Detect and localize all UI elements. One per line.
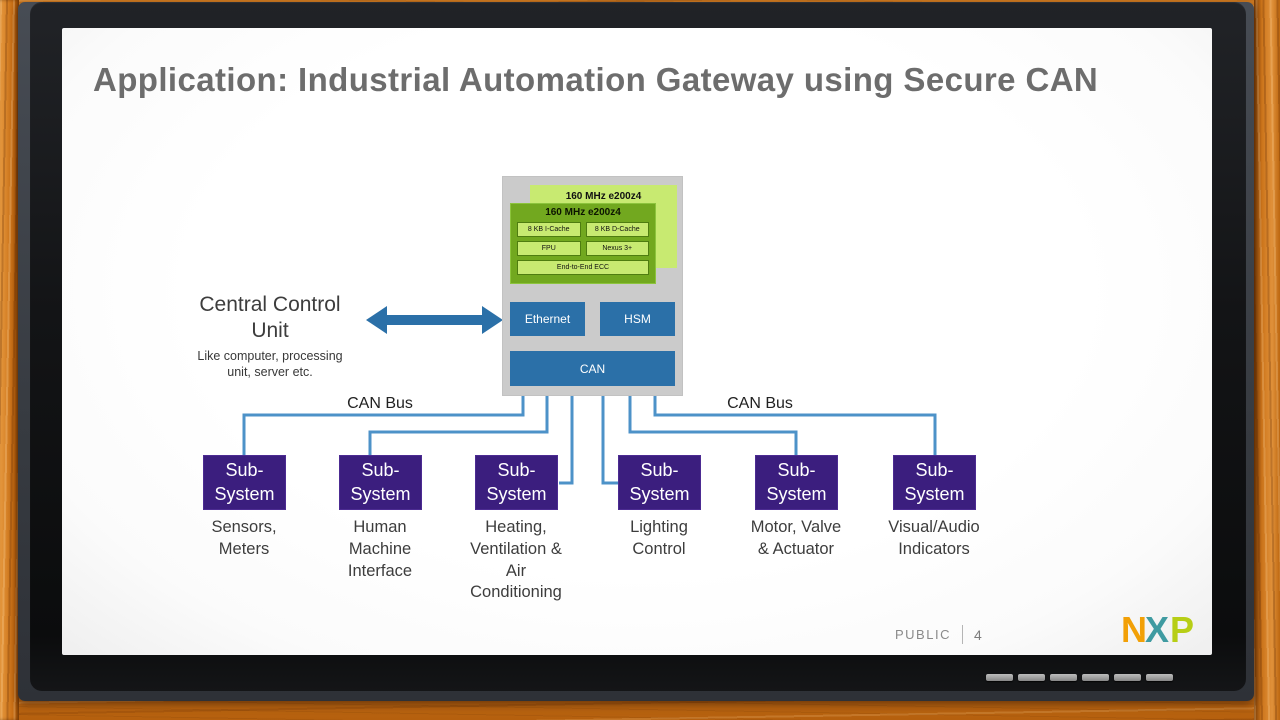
slide-title: Application: Industrial Automation Gatew… (93, 61, 1099, 98)
subsystem-caption-sensors: Sensors, Meters (211, 518, 277, 558)
arrow-head-right (482, 306, 503, 334)
subsystem-box-indicators: Sub- System (893, 455, 976, 510)
ecc-block: End-to-End ECC (517, 260, 649, 275)
footer-divider (961, 625, 963, 644)
nxp-logo-letter-x: X (1145, 610, 1169, 650)
bezel-button[interactable] (986, 674, 1013, 681)
icache-block: 8 KB I-Cache (517, 222, 581, 237)
hsm-block: HSM (600, 302, 675, 336)
subsystem-box-hmi: Sub- System (339, 455, 422, 510)
subsystem-box-hvac: Sub- System (475, 455, 558, 510)
bezel-button[interactable] (1018, 674, 1045, 681)
nexus-block: Nexus 3+ (585, 241, 649, 256)
bezel-button[interactable] (1146, 674, 1173, 681)
central-control-title: Central Control Unit (199, 293, 341, 343)
bezel-button[interactable] (1114, 674, 1141, 681)
bezel-button[interactable] (1082, 674, 1109, 681)
subsystem-box-motor: Sub- System (755, 455, 838, 510)
nxp-logo-letter-p: P (1170, 610, 1194, 650)
footer-page-number: 4 (973, 626, 982, 643)
monitor-button-row (986, 674, 1173, 681)
double-arrow-icon (366, 306, 503, 334)
subsystem-box-lighting: Sub- System (618, 455, 701, 510)
subsystem-caption-indicators: Visual/Audio Indicators (888, 518, 980, 558)
arrow-shaft (383, 315, 486, 325)
subsystem-box-sensors: Sub- System (203, 455, 286, 510)
footer-classification: PUBLIC (895, 627, 951, 642)
presentation-slide: Application: Industrial Automation Gatew… (62, 28, 1212, 655)
cpu-core-label: 160 MHz e200z4 (545, 207, 621, 218)
wood-frame-left (0, 0, 19, 720)
nxp-logo: N P X (1123, 610, 1194, 650)
central-control-subtitle: Like computer, processing unit, server e… (197, 348, 343, 380)
subsystem-caption-motor: Motor, Valve & Actuator (750, 518, 842, 558)
slide-footer: PUBLIC 4 (895, 625, 982, 644)
can-block: CAN (510, 351, 675, 386)
fpu-block: FPU (517, 241, 581, 256)
subsystem-caption-hmi: Human Machine Interface (347, 518, 413, 580)
cpu-core-block: 160 MHz e200z4 8 KB I-Cache 8 KB D-Cache… (510, 203, 656, 284)
nxp-logo-letter-n: N (1123, 610, 1147, 650)
wood-frame-right (1254, 0, 1280, 720)
dcache-block: 8 KB D-Cache (585, 222, 649, 237)
bezel-button[interactable] (1050, 674, 1077, 681)
can-bus-label-left: CAN Bus (347, 395, 413, 412)
gateway-chip: 160 MHz e200z4 160 MHz e200z4 8 KB I-Cac… (503, 177, 682, 395)
ethernet-block: Ethernet (510, 302, 585, 336)
subsystem-caption-lighting: Lighting Control (630, 518, 688, 558)
can-bus-label-right: CAN Bus (727, 395, 793, 412)
subsystem-caption-hvac: Heating, Ventilation & Air Conditioning (470, 518, 562, 602)
arrow-head-left (366, 306, 387, 334)
central-control-unit: Central Control Unit Like computer, proc… (170, 292, 370, 381)
